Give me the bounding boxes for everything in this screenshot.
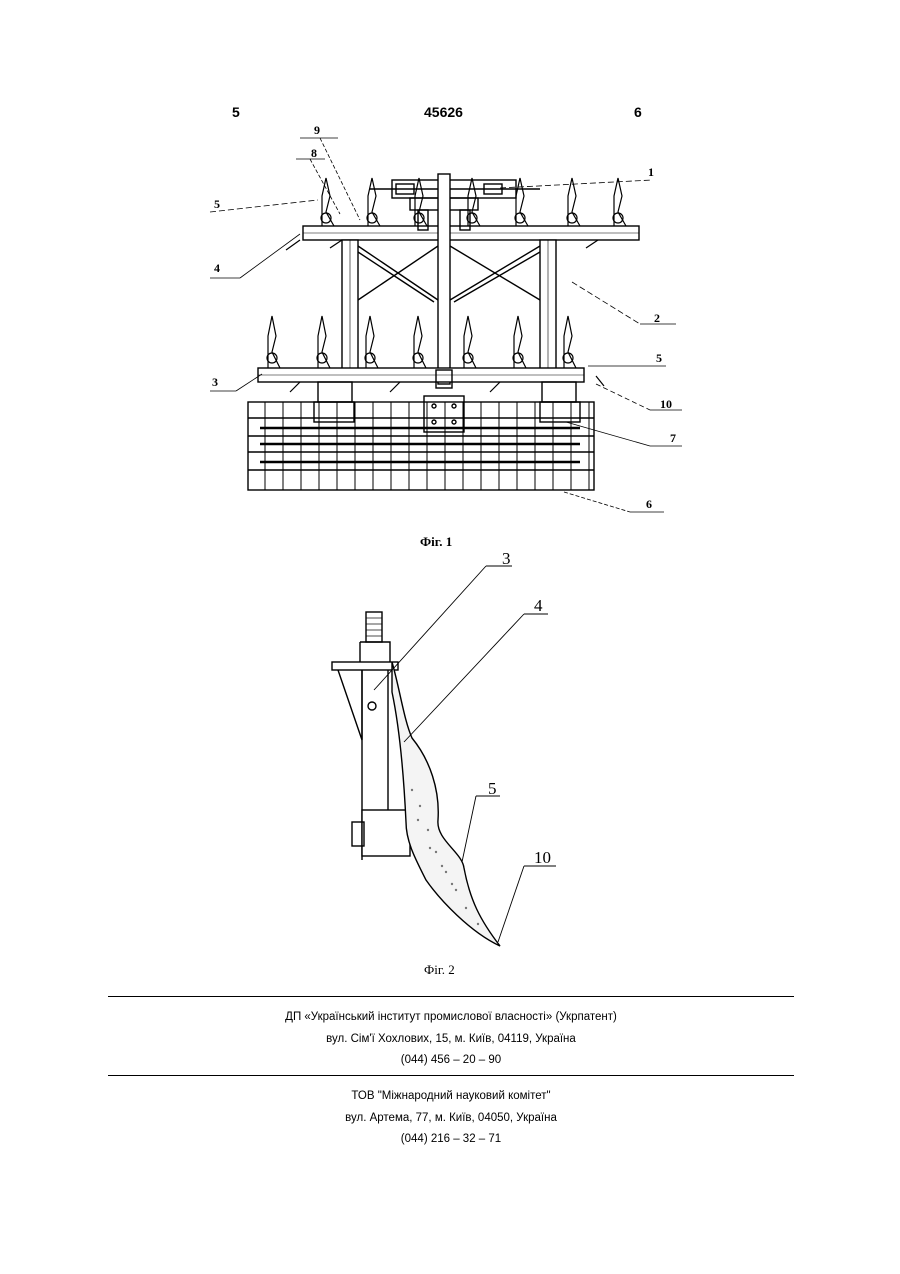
fig2-label-5: 5 — [488, 780, 497, 797]
footer-org1-name: ДП «Український інститут промислової вла… — [108, 1011, 794, 1023]
fig1-label-10: 10 — [660, 398, 672, 410]
fig1-label-8: 8 — [311, 147, 317, 159]
footer-org2-name: ТОВ "Міжнародний науковий комітет" — [108, 1090, 794, 1102]
fig1-label-7: 7 — [670, 432, 676, 444]
fig1-label-5-top: 5 — [214, 198, 220, 210]
fig1-caption: Фіг. 1 — [420, 534, 452, 550]
fig2-label-3: 3 — [502, 550, 511, 567]
fig1-label-3: 3 — [212, 376, 218, 388]
fig2-drawing — [332, 566, 556, 946]
roller-cage — [248, 402, 594, 490]
footer-org2-phone: (044) 216 – 32 – 71 — [108, 1133, 794, 1145]
footer-org1-address: вул. Сім'ї Хохлових, 15, м. Київ, 04119,… — [108, 1033, 794, 1045]
footer-divider-top — [108, 996, 794, 997]
footer-org2-address: вул. Артема, 77, м. Київ, 04050, Україна — [108, 1112, 794, 1124]
central-rod — [438, 174, 450, 384]
fig1-label-6: 6 — [646, 498, 652, 510]
fig1-label-4: 4 — [214, 262, 220, 274]
fig2-label-4: 4 — [534, 597, 543, 614]
footer-divider-middle — [108, 1075, 794, 1076]
footer-org1-phone: (044) 456 – 20 – 90 — [108, 1054, 794, 1066]
fig1-label-2: 2 — [654, 312, 660, 324]
fig1-label-5-lower: 5 — [656, 352, 662, 364]
fig2-caption: Фіг. 2 — [424, 962, 455, 978]
fig1-label-9: 9 — [314, 124, 320, 136]
fig2-label-10: 10 — [534, 849, 551, 866]
fig1-label-1: 1 — [648, 166, 654, 178]
